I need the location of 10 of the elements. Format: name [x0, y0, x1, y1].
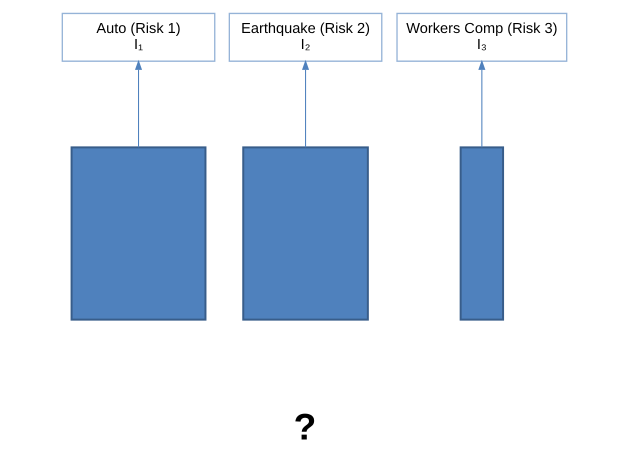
node-box: Auto (Risk 1) I₁ — [62, 12, 216, 62]
arrow — [302, 60, 310, 148]
node-box — [460, 146, 504, 321]
node-box — [242, 146, 369, 321]
arrow — [478, 60, 486, 148]
node-box: Workers Comp (Risk 3) I₃ — [396, 12, 568, 62]
label: ? — [294, 406, 316, 448]
node-box: Earthquake (Risk 2) I₂ — [228, 12, 382, 62]
node-box — [70, 146, 206, 321]
arrow — [135, 60, 142, 148]
